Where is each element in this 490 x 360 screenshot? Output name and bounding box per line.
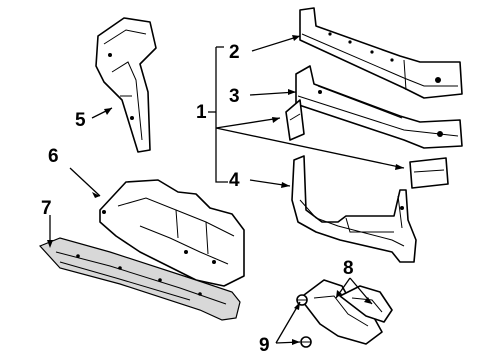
- callout-labels: 2 3 1 4 5 6 7 8 9: [41, 42, 354, 356]
- callout-5: 5: [75, 110, 86, 131]
- callout-1: 1: [196, 102, 207, 123]
- part-8-lower-brackets: [299, 279, 393, 345]
- part-1-small-bracket: [285, 99, 305, 141]
- leader-lines: [49, 35, 405, 344]
- callout-7: 7: [41, 198, 52, 219]
- callout-2: 2: [229, 42, 240, 63]
- callout-4: 4: [229, 170, 240, 191]
- part-1-side-plate: [409, 157, 449, 189]
- part-4-lower-frame: [291, 155, 417, 263]
- part-7-lower-deflector: [38, 237, 241, 321]
- part-2-upper-tie-bar: [299, 7, 463, 99]
- callout-6: 6: [48, 146, 59, 167]
- leader-arrowheads: [47, 35, 404, 345]
- part-9-fasteners: [296, 294, 312, 348]
- callout-3: 3: [229, 86, 240, 107]
- part-3-middle-support: [295, 65, 463, 149]
- part-6-splash-shield: [99, 179, 245, 287]
- part-5-bracket: [95, 17, 157, 153]
- callout-9: 9: [259, 335, 270, 356]
- callout-8: 8: [343, 258, 354, 279]
